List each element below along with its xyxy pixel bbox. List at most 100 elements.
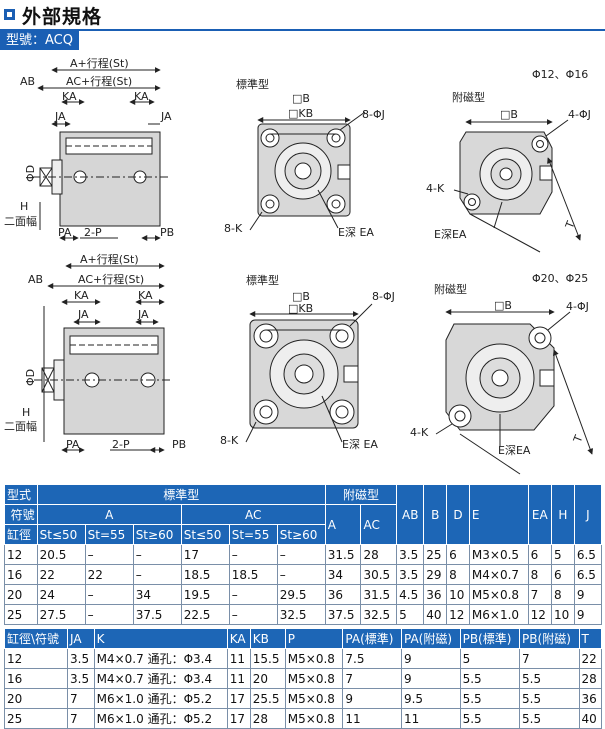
- h-sub-3: St≥60: [132, 524, 182, 545]
- label-d: ΦD: [24, 165, 37, 182]
- label-ka-left-bottom: KA: [74, 289, 89, 302]
- table-cell: 25: [423, 544, 448, 565]
- table-cell: M4×0.7: [468, 564, 529, 585]
- label-standard-bottom: 標準型: [246, 273, 279, 287]
- table-cell: 25: [4, 604, 38, 625]
- table-cell: 28: [578, 668, 603, 689]
- label-pa: PA: [58, 226, 72, 239]
- h-ab: AB: [396, 484, 425, 545]
- table-cell: 36: [324, 584, 362, 605]
- h-magnetic: 附磁型: [324, 484, 398, 505]
- table-cell: 32.5: [276, 604, 326, 625]
- table-cell: 15.5: [249, 648, 286, 669]
- table-cell: 8: [446, 564, 470, 585]
- table-cell: 7.5: [342, 648, 402, 669]
- table-cell: 8: [527, 564, 553, 585]
- section-header: 外部規格: [0, 0, 605, 31]
- label-magnetic-top: 附磁型: [452, 90, 485, 104]
- h-h: H: [551, 484, 575, 545]
- table2-header-cell: PA(附磁): [400, 628, 461, 649]
- table-cell: M6×1.0: [468, 604, 529, 625]
- table-cell: 16: [3, 668, 69, 689]
- table2-header-cell: 缸徑\符號: [3, 628, 69, 649]
- table-cell: –: [132, 564, 182, 585]
- table-cell: 36: [578, 688, 603, 709]
- label-4k-top: 4-K: [426, 182, 445, 195]
- table-cell: –: [84, 604, 134, 625]
- section-title: 外部規格: [22, 6, 103, 28]
- table-cell: 5.5: [519, 688, 580, 709]
- table-cell: M5×0.8: [284, 708, 344, 729]
- label-ea-mag-bottom: E深EA: [498, 444, 531, 457]
- label-ja-left: JA: [54, 110, 66, 123]
- table-cell: 40: [423, 604, 448, 625]
- h-sub-1: St≤50: [36, 524, 86, 545]
- h-b: B: [423, 484, 448, 545]
- table1-header-row-2: 符號 A AC A AC: [4, 504, 602, 545]
- h-sub-4: St≤50: [180, 524, 230, 545]
- table-cell: 5.5: [519, 708, 580, 729]
- table-cell: 6: [527, 544, 553, 565]
- table-cell: 9: [573, 584, 603, 605]
- front-view-magnetic-large: [435, 309, 594, 475]
- table-cell: 30.5: [360, 564, 398, 585]
- table-cell: –: [84, 544, 134, 565]
- label-large-sizes: Φ20、Φ25: [532, 272, 588, 285]
- table2-header-cell: P: [284, 628, 344, 649]
- label-pa-bottom: PA: [66, 438, 80, 451]
- table-cell: –: [228, 604, 278, 625]
- label-8j-bottom: 8-ΦJ: [372, 290, 395, 303]
- table-cell: 19.5: [180, 584, 230, 605]
- table-cell: 29.5: [276, 584, 326, 605]
- table-cell: 20: [249, 668, 286, 689]
- label-4j-top: 4-ΦJ: [568, 108, 591, 121]
- label-8j-top: 8-ΦJ: [362, 108, 385, 121]
- table-cell: 5: [396, 604, 425, 625]
- table-cell: 22: [84, 564, 134, 585]
- label-a-st: A+行程(St): [70, 57, 129, 70]
- label-4j-bottom: 4-ΦJ: [566, 300, 589, 313]
- section-square-icon: [4, 9, 15, 20]
- table-cell: 6: [446, 544, 470, 565]
- table-cell: 12: [3, 648, 69, 669]
- label-t-bottom: T: [571, 433, 586, 445]
- table-cell: 28: [249, 708, 286, 729]
- table-cell: 7: [67, 708, 95, 729]
- table-cell: 4.5: [396, 584, 425, 605]
- label-ka-right-bottom: KA: [138, 289, 153, 302]
- label-ja-right: JA: [160, 110, 172, 123]
- h-sub-5: St=55: [228, 524, 278, 545]
- label-ea-mag-top: E深EA: [434, 228, 467, 241]
- h-mag-ac: AC: [360, 504, 398, 545]
- table-cell: 9.5: [400, 688, 461, 709]
- table-cell: 37.5: [132, 604, 182, 625]
- table-cell: 32.5: [360, 604, 398, 625]
- label-standard-top: 標準型: [236, 77, 269, 91]
- table1-header-row-1: 型式 標準型 附磁型 AB B D E EA H J: [4, 484, 603, 545]
- table-cell: M5×0.8: [284, 648, 344, 669]
- table-cell: –: [276, 544, 326, 565]
- label-small-sizes: Φ12、Φ16: [532, 68, 588, 81]
- table-cell: 17: [226, 688, 251, 709]
- table2-header-cell: PB(附磁): [519, 628, 580, 649]
- h-e: E: [468, 484, 529, 545]
- label-b-mag-top: □B: [500, 108, 518, 121]
- h-symbol: 符號: [4, 504, 38, 525]
- h-sub-2: St=55: [84, 524, 134, 545]
- table-cell: 34: [324, 564, 362, 585]
- table-cell: 25.5: [249, 688, 286, 709]
- table-cell: M4×0.7 通孔：Φ3.4: [93, 668, 228, 689]
- table2-header-cell: PA(標準): [342, 628, 402, 649]
- label-two-flats-bottom: 二面幅: [4, 420, 37, 433]
- table-cell: 9: [573, 604, 603, 625]
- table-cell: 9: [400, 668, 461, 689]
- label-ab: AB: [20, 75, 35, 88]
- h-sub-6: St≥60: [276, 524, 326, 545]
- table-cell: 11: [226, 668, 251, 689]
- table2-header-cell: K: [93, 628, 228, 649]
- table-cell: –: [276, 564, 326, 585]
